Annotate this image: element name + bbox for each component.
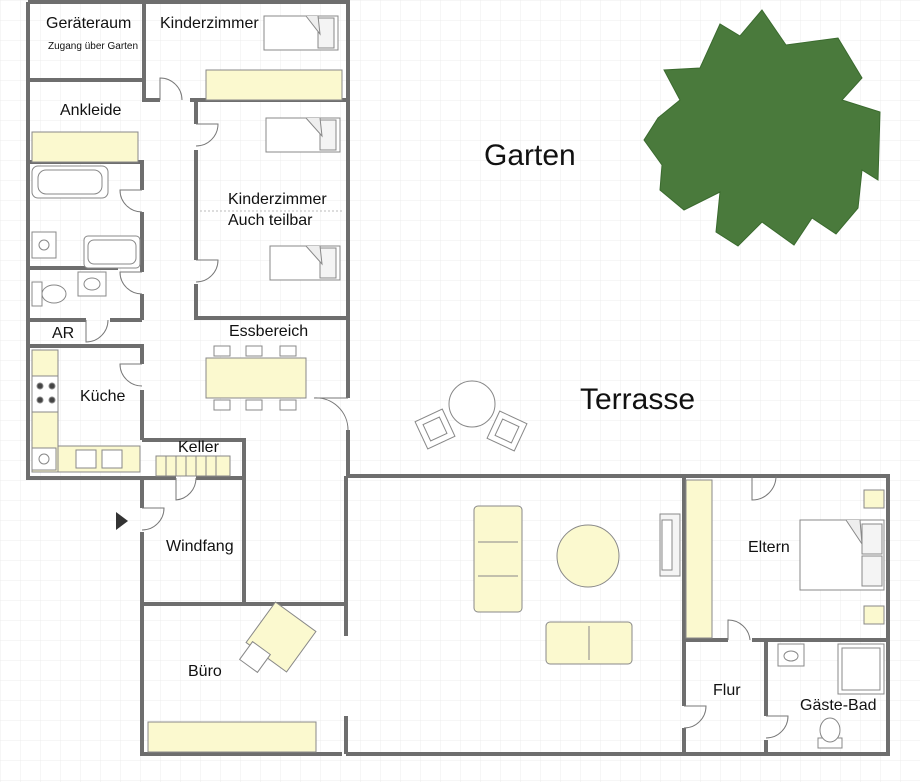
label-eltern: Eltern: [748, 539, 790, 556]
furniture: [31, 15, 885, 753]
doors: [85, 77, 789, 739]
label-kueche: Küche: [80, 388, 126, 405]
label-essbereich: Essbereich: [229, 323, 309, 340]
label-windfang: Windfang: [166, 538, 234, 555]
label-garten: Garten: [484, 139, 576, 172]
label-flur: Flur: [713, 682, 741, 699]
tree-icon: [643, 9, 881, 247]
label-kinderzimmer-2-note: Auch teilbar: [228, 212, 313, 229]
label-buero: Büro: [188, 663, 222, 680]
label-kinderzimmer-1: Kinderzimmer: [160, 15, 259, 32]
label-geraeteraum-note: Zugang über Garten: [48, 41, 139, 52]
label-ar: AR: [52, 325, 75, 342]
label-terrasse: Terrasse: [580, 383, 696, 416]
label-kinderzimmer-2: Kinderzimmer: [228, 191, 327, 208]
entrance-arrow-icon: [116, 512, 128, 530]
label-ankleide: Ankleide: [60, 102, 122, 119]
label-keller: Keller: [178, 439, 219, 456]
label-geraeteraum: Geräteraum: [46, 15, 132, 32]
label-gaeste-bad: Gäste-Bad: [800, 697, 877, 714]
